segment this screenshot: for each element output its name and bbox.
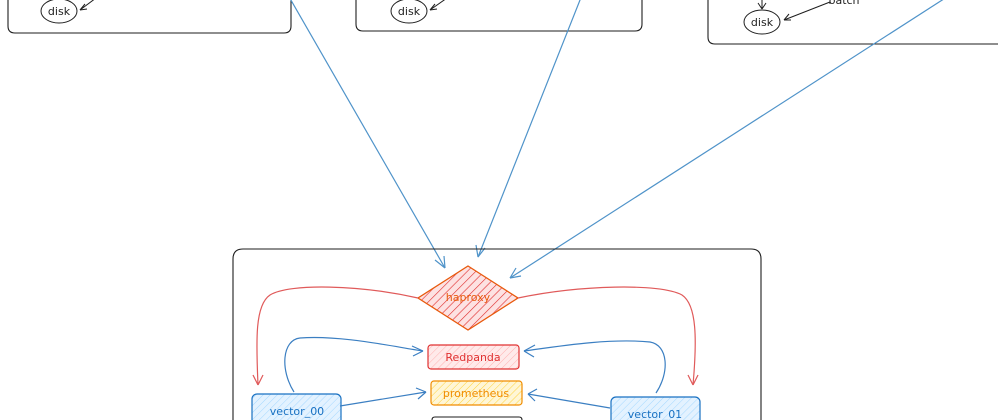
redpanda-node: Redpanda [427, 344, 520, 370]
prometheus-label: prometheus [443, 387, 510, 400]
cluster-frame [232, 248, 762, 420]
ingest-arrow-right [509, 0, 944, 279]
arrow-vector-01-to-prometheus [527, 393, 611, 409]
disk-node-middle: disk [390, 0, 428, 24]
arrow-haproxy-to-vector-01 [517, 286, 696, 386]
host-frame-right: disk batch [707, 0, 998, 45]
vector-01-node: vector_01 [610, 396, 701, 420]
disk-label-left: disk [48, 5, 71, 18]
host-frame-left: disk [7, 0, 292, 34]
edge-label-batch: batch [828, 0, 859, 7]
arrow-haproxy-to-vector-00 [256, 286, 419, 386]
disk-node-right: disk [743, 9, 781, 35]
vector-arrows [284, 336, 666, 409]
ingest-arrow-middle [477, 0, 581, 258]
vector-00-node: vector_00 [251, 393, 342, 420]
arrow-vector-01-to-redpanda [523, 340, 666, 394]
host-frame-middle: disk [355, 0, 643, 32]
disk-label-middle: disk [398, 5, 421, 18]
haproxy-to-vector-arrows [252, 286, 699, 386]
arrow-to-disk-left [79, 0, 95, 11]
prometheus-node: prometheus [430, 380, 523, 406]
arrow-vector-00-to-prometheus [339, 391, 427, 407]
arrow-to-disk-right [783, 1, 831, 21]
vector-01-label: vector_01 [628, 408, 682, 420]
arrow-to-disk-middle [429, 0, 446, 11]
arrow-vector-00-to-redpanda [284, 336, 424, 393]
redpanda-label: Redpanda [445, 351, 500, 364]
disk-label-right: disk [751, 16, 774, 29]
haproxy-node: haproxy [416, 265, 520, 331]
vector-00-label: vector_00 [270, 405, 324, 418]
ingest-arrow-left [290, 0, 446, 269]
cropped-box-bottom [431, 416, 523, 420]
disk-node-left: disk [40, 0, 78, 24]
ingest-arrows [290, 0, 944, 279]
haproxy-label: haproxy [446, 291, 491, 304]
